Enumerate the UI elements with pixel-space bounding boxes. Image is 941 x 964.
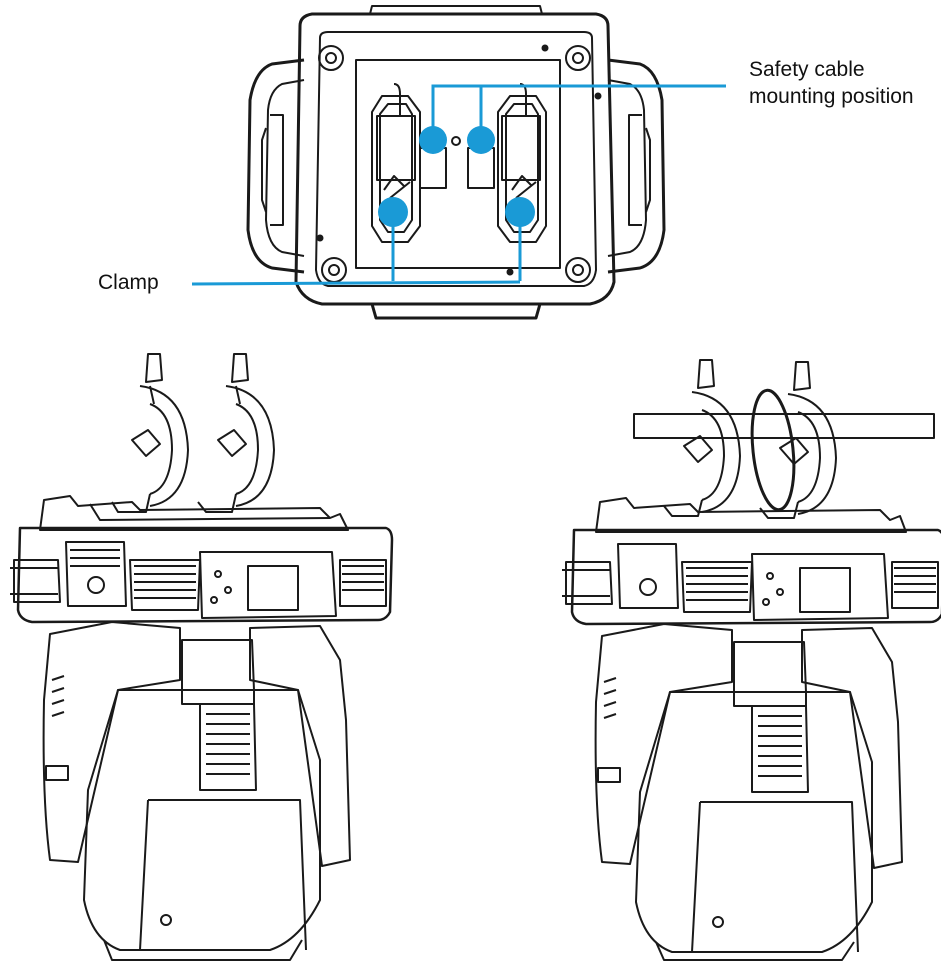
safety-cable-label-line1: Safety cable — [749, 58, 865, 81]
truss-bar — [633, 413, 935, 439]
clamp-marker-right — [505, 197, 535, 227]
safety-cable-marker-left — [419, 126, 447, 154]
top-view-fixture — [246, 5, 666, 320]
safety-cable-label-line2: mounting position — [749, 85, 914, 108]
left-fixture — [10, 353, 394, 961]
safety-cable-label: Safety cable mounting position — [749, 56, 941, 110]
right-fixture — [562, 359, 941, 961]
right-fixture-clamp-2 — [759, 361, 837, 519]
left-fixture-clamp-1 — [111, 353, 189, 513]
safety-cable-loop — [750, 388, 796, 512]
left-fixture-clamp-2 — [197, 353, 275, 513]
clamp-marker-left — [378, 197, 408, 227]
safety-cable-marker-right — [467, 126, 495, 154]
clamp-label: Clamp — [98, 271, 159, 294]
right-fixture-clamp-1 — [663, 359, 741, 517]
